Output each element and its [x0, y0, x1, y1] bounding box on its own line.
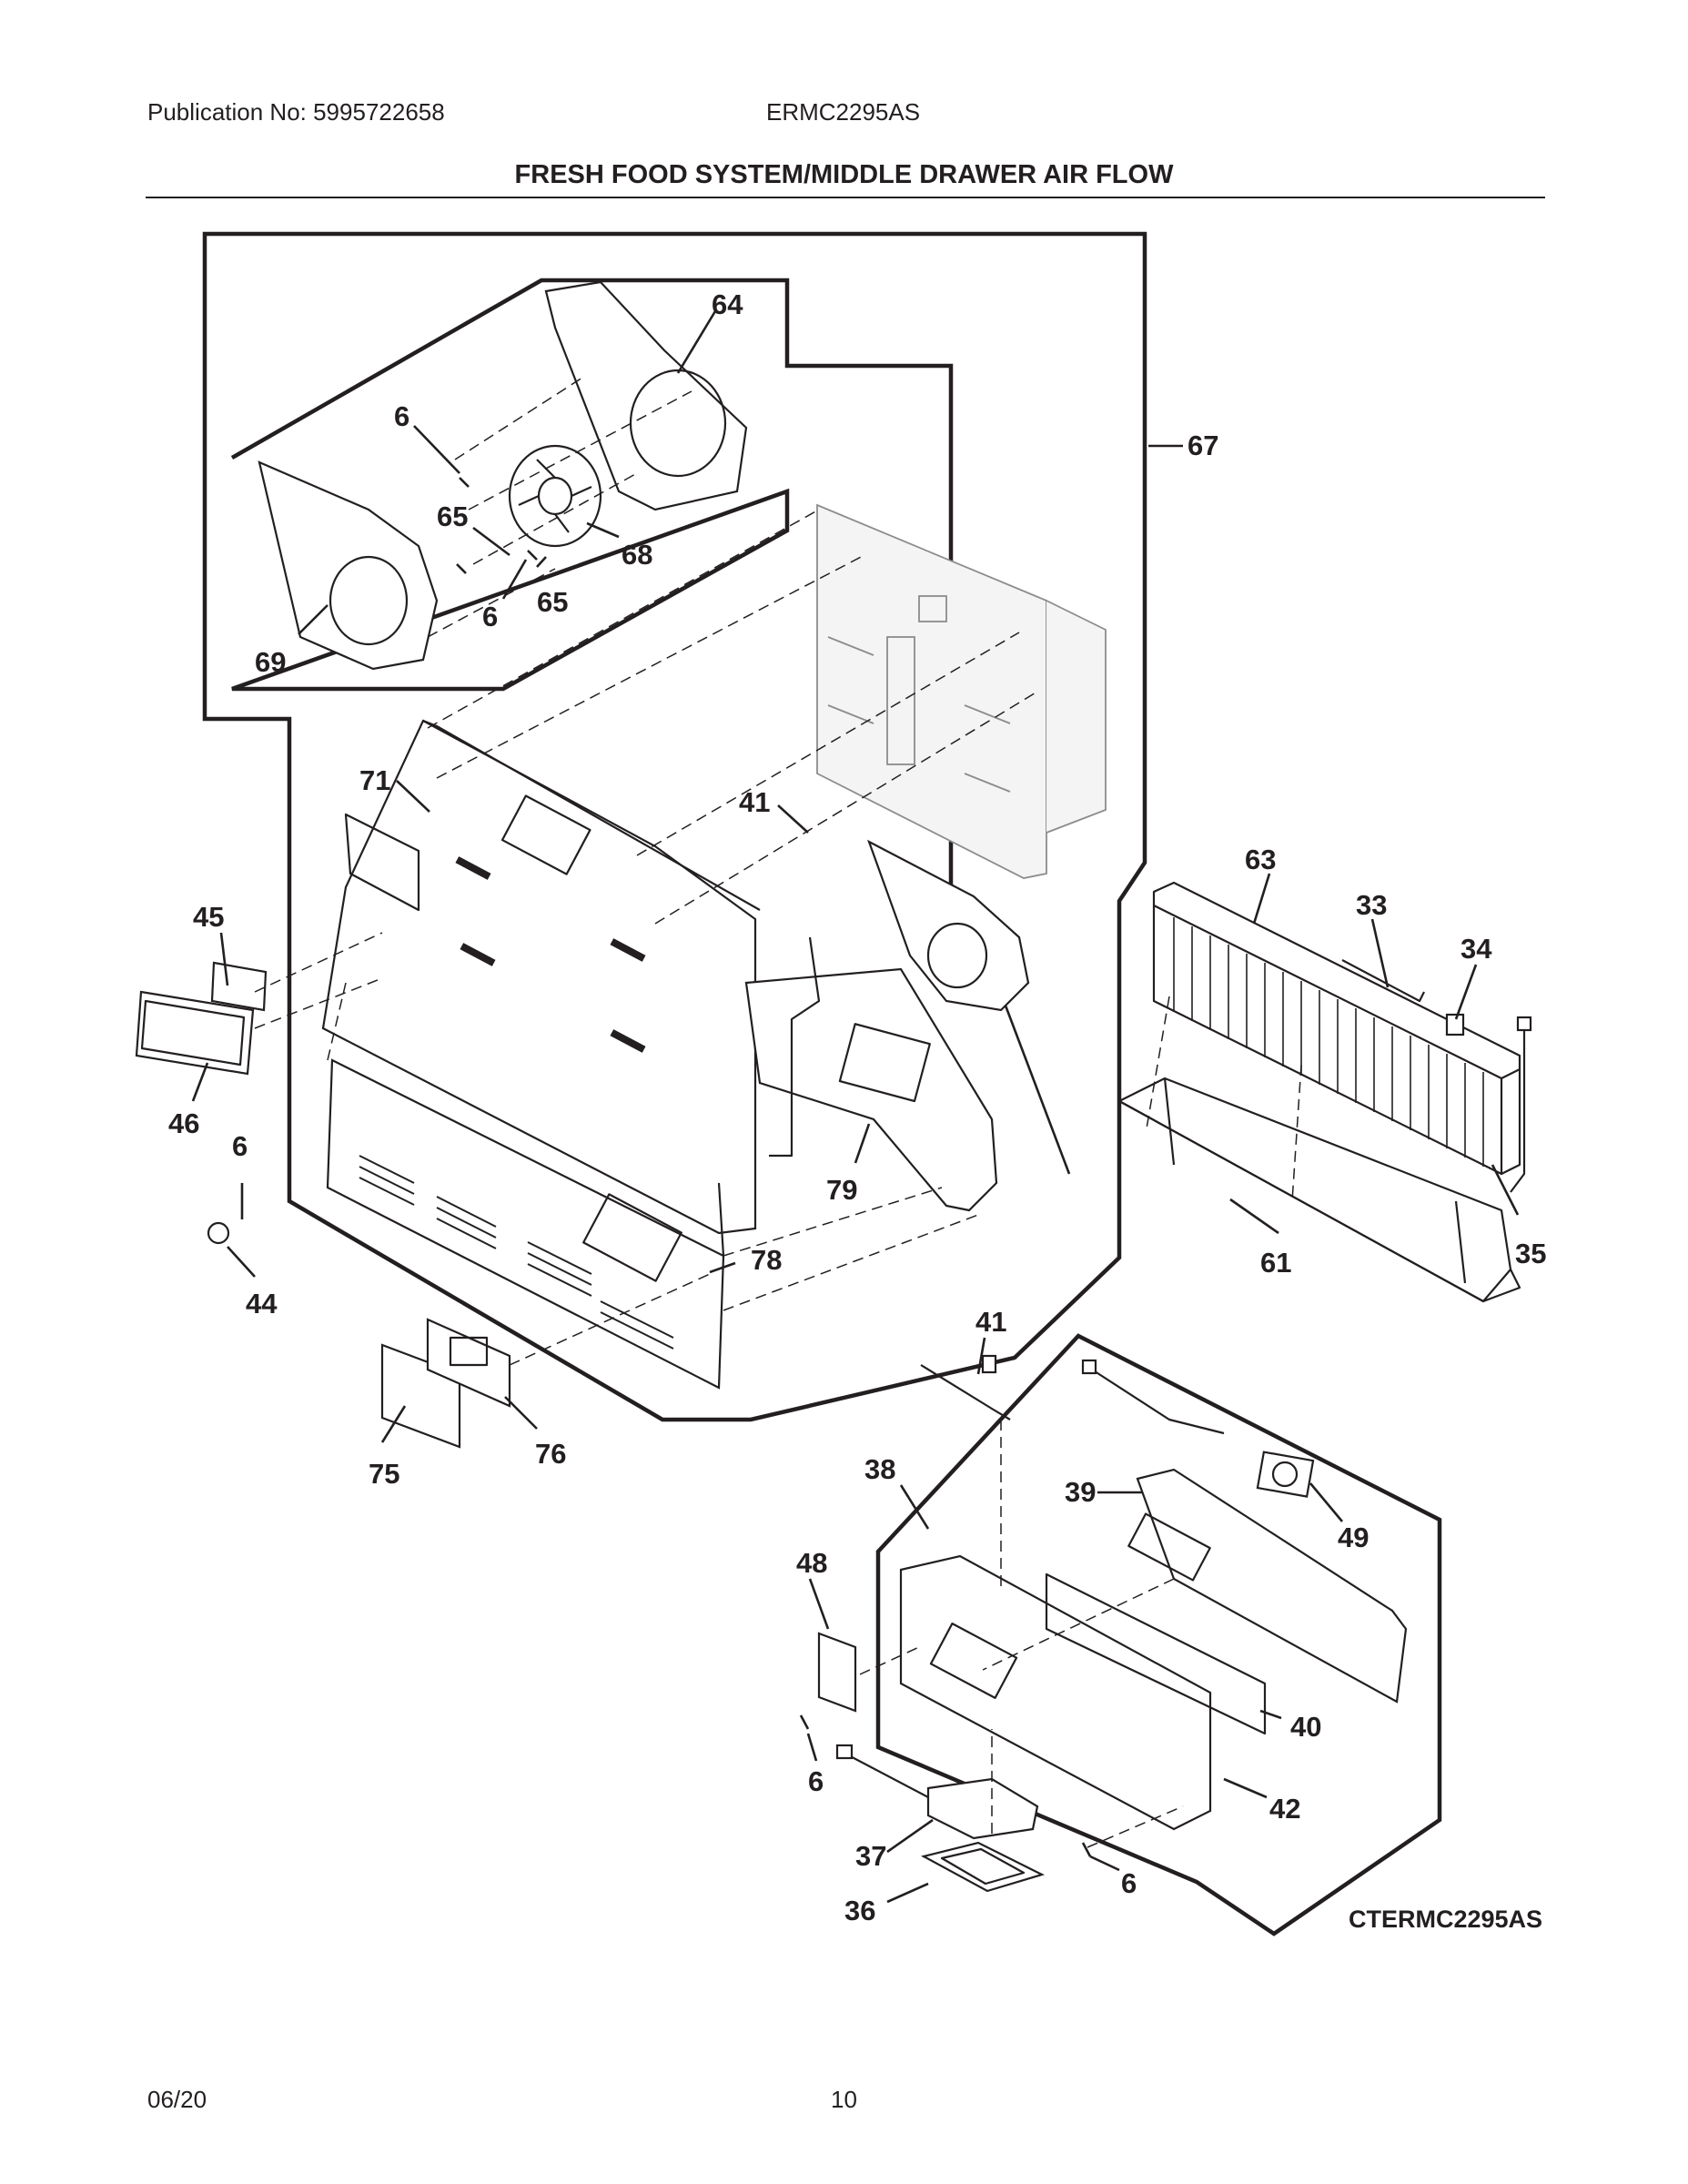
callout-38: 38: [864, 1453, 895, 1485]
fan-cover-69: [258, 460, 439, 671]
callout-44: 44: [246, 1288, 278, 1320]
callout-63: 63: [1245, 844, 1276, 875]
callout-76: 76: [535, 1438, 566, 1470]
air-duct-panel: [321, 719, 761, 1235]
control-board-48: [817, 1632, 857, 1713]
callout-64: 64: [712, 288, 743, 320]
damper-cover: [380, 1318, 511, 1449]
callout-37: 37: [855, 1840, 886, 1872]
control-module-housing: [899, 1451, 1408, 1831]
callout-65: 65: [537, 586, 568, 618]
header-rule: [146, 197, 1545, 198]
secondary-fan-housing: [867, 839, 1071, 1175]
callout-6: 6: [482, 601, 498, 632]
evaporator-tray: [1117, 1077, 1521, 1303]
control-module-frame: [875, 1333, 1442, 1936]
callout-45: 45: [193, 901, 224, 933]
model-number: ERMC2295AS: [766, 98, 921, 126]
callout-65: 65: [437, 500, 468, 532]
callout-78: 78: [751, 1244, 782, 1276]
callout-61: 61: [1260, 1247, 1291, 1279]
heater-and-sensor: [1341, 959, 1532, 1193]
callout-48: 48: [796, 1547, 827, 1579]
light-housing-37-36: [835, 1744, 1045, 1893]
light-assembly: [135, 961, 268, 1245]
callout-71: 71: [359, 764, 390, 796]
callout-6: 6: [1121, 1867, 1137, 1899]
callout-34: 34: [1461, 933, 1492, 965]
fan-blade-68: [508, 444, 602, 548]
callout-leaders: [191, 310, 1520, 1904]
rear-duct-panel: [816, 503, 1107, 879]
diagram-code: CTERMC2295AS: [1349, 1906, 1543, 1933]
callout-6: 6: [232, 1130, 248, 1162]
callout-79: 79: [826, 1174, 857, 1206]
callout-40: 40: [1290, 1711, 1321, 1743]
callout-33: 33: [1356, 889, 1387, 921]
callout-labels: 64 6 67 65 68 6 65 69 71 41 63 33 34 45 …: [168, 288, 1546, 1926]
callout-36: 36: [844, 1895, 875, 1926]
screw-fasteners: [456, 477, 1092, 1857]
footer-page-number: 10: [831, 2086, 857, 2113]
callout-6: 6: [808, 1765, 824, 1797]
callout-41: 41: [739, 786, 770, 818]
evaporator-coil: [1152, 881, 1521, 1176]
callout-41: 41: [975, 1306, 1006, 1338]
callout-49: 49: [1338, 1522, 1369, 1553]
callout-69: 69: [255, 646, 286, 678]
callout-68: 68: [622, 539, 652, 571]
page-title: FRESH FOOD SYSTEM/MIDDLE DRAWER AIR FLOW: [514, 160, 1174, 189]
callout-46: 46: [168, 1107, 199, 1139]
callout-35: 35: [1515, 1238, 1546, 1269]
callout-6: 6: [394, 400, 409, 432]
footer-date: 06/20: [147, 2086, 207, 2113]
callout-39: 39: [1065, 1476, 1096, 1508]
control-module-wiring: [920, 1354, 1225, 1435]
assembly-67-frame: [202, 231, 1147, 1422]
side-duct-79: [744, 936, 998, 1212]
explode-lines: [254, 377, 1302, 1848]
callout-75: 75: [369, 1458, 399, 1490]
publication-number: Publication No: 5995722658: [147, 98, 445, 126]
callout-67: 67: [1188, 430, 1218, 461]
callout-42: 42: [1269, 1793, 1300, 1825]
